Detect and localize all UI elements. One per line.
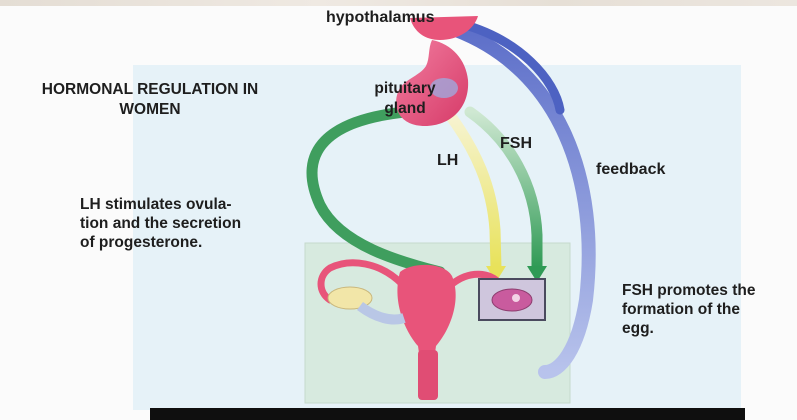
fsh-label: FSH: [500, 135, 532, 153]
ovary-right: [492, 289, 532, 311]
hypothalamus-label: hypothalamus: [326, 9, 434, 27]
lh-label: LH: [437, 152, 458, 170]
pituitary-gland-label: pituitary gland: [350, 79, 460, 119]
vagina-shape: [418, 350, 438, 400]
feedback-label: feedback: [596, 161, 665, 179]
bottom-bar: [150, 408, 745, 420]
lh-description: LH stimulates ovula- tion and the secret…: [80, 195, 310, 252]
fsh-description: FSH promotes the formation of the egg.: [622, 281, 797, 338]
diagram-title: HORMONAL REGULATION IN WOMEN: [0, 80, 300, 120]
follicle: [512, 294, 520, 302]
